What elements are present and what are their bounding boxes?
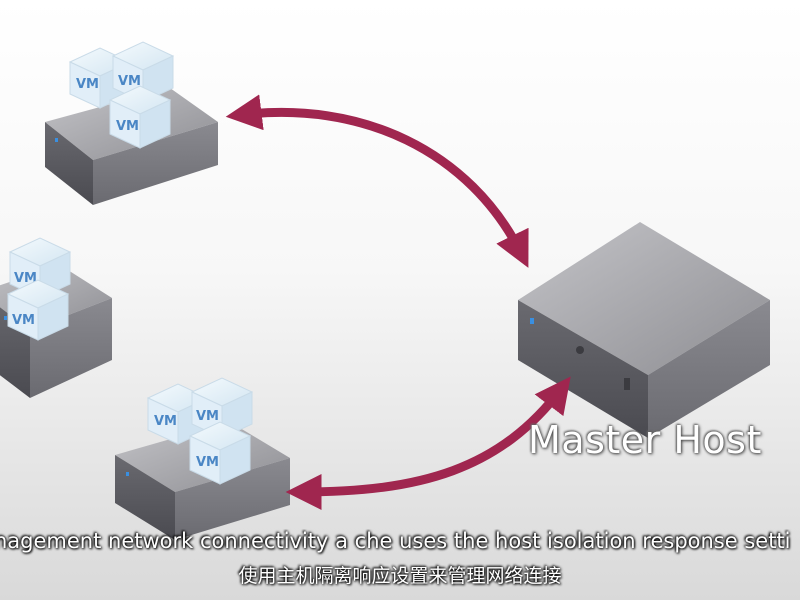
vm-label: VM: [196, 455, 219, 470]
master-host-server: [518, 222, 770, 438]
vm-cube-3: VM: [108, 85, 172, 149]
master-host-label: Master Host: [528, 418, 762, 462]
vm-label: VM: [14, 271, 37, 286]
vm-label: VM: [76, 77, 99, 92]
vm-label: VM: [196, 409, 219, 424]
vm-label: VM: [154, 414, 177, 429]
subtitle-english: nagement network connectivity a che uses…: [0, 529, 791, 553]
vm-label: VM: [12, 313, 35, 328]
vm-cube-7: VM: [190, 377, 254, 439]
vm-cube-5: VM: [6, 279, 70, 341]
arrow-master-to-bottom-server: [285, 376, 571, 510]
vm-label: VM: [116, 119, 139, 134]
subtitle-chinese: 使用主机隔离响应设置来管理网络连接: [238, 565, 562, 587]
vm-label: VM: [118, 74, 141, 89]
arrow-master-to-top-server: [225, 94, 529, 268]
vm-cube-2: VM: [111, 41, 175, 103]
vm-cube-8: VM: [188, 421, 252, 485]
